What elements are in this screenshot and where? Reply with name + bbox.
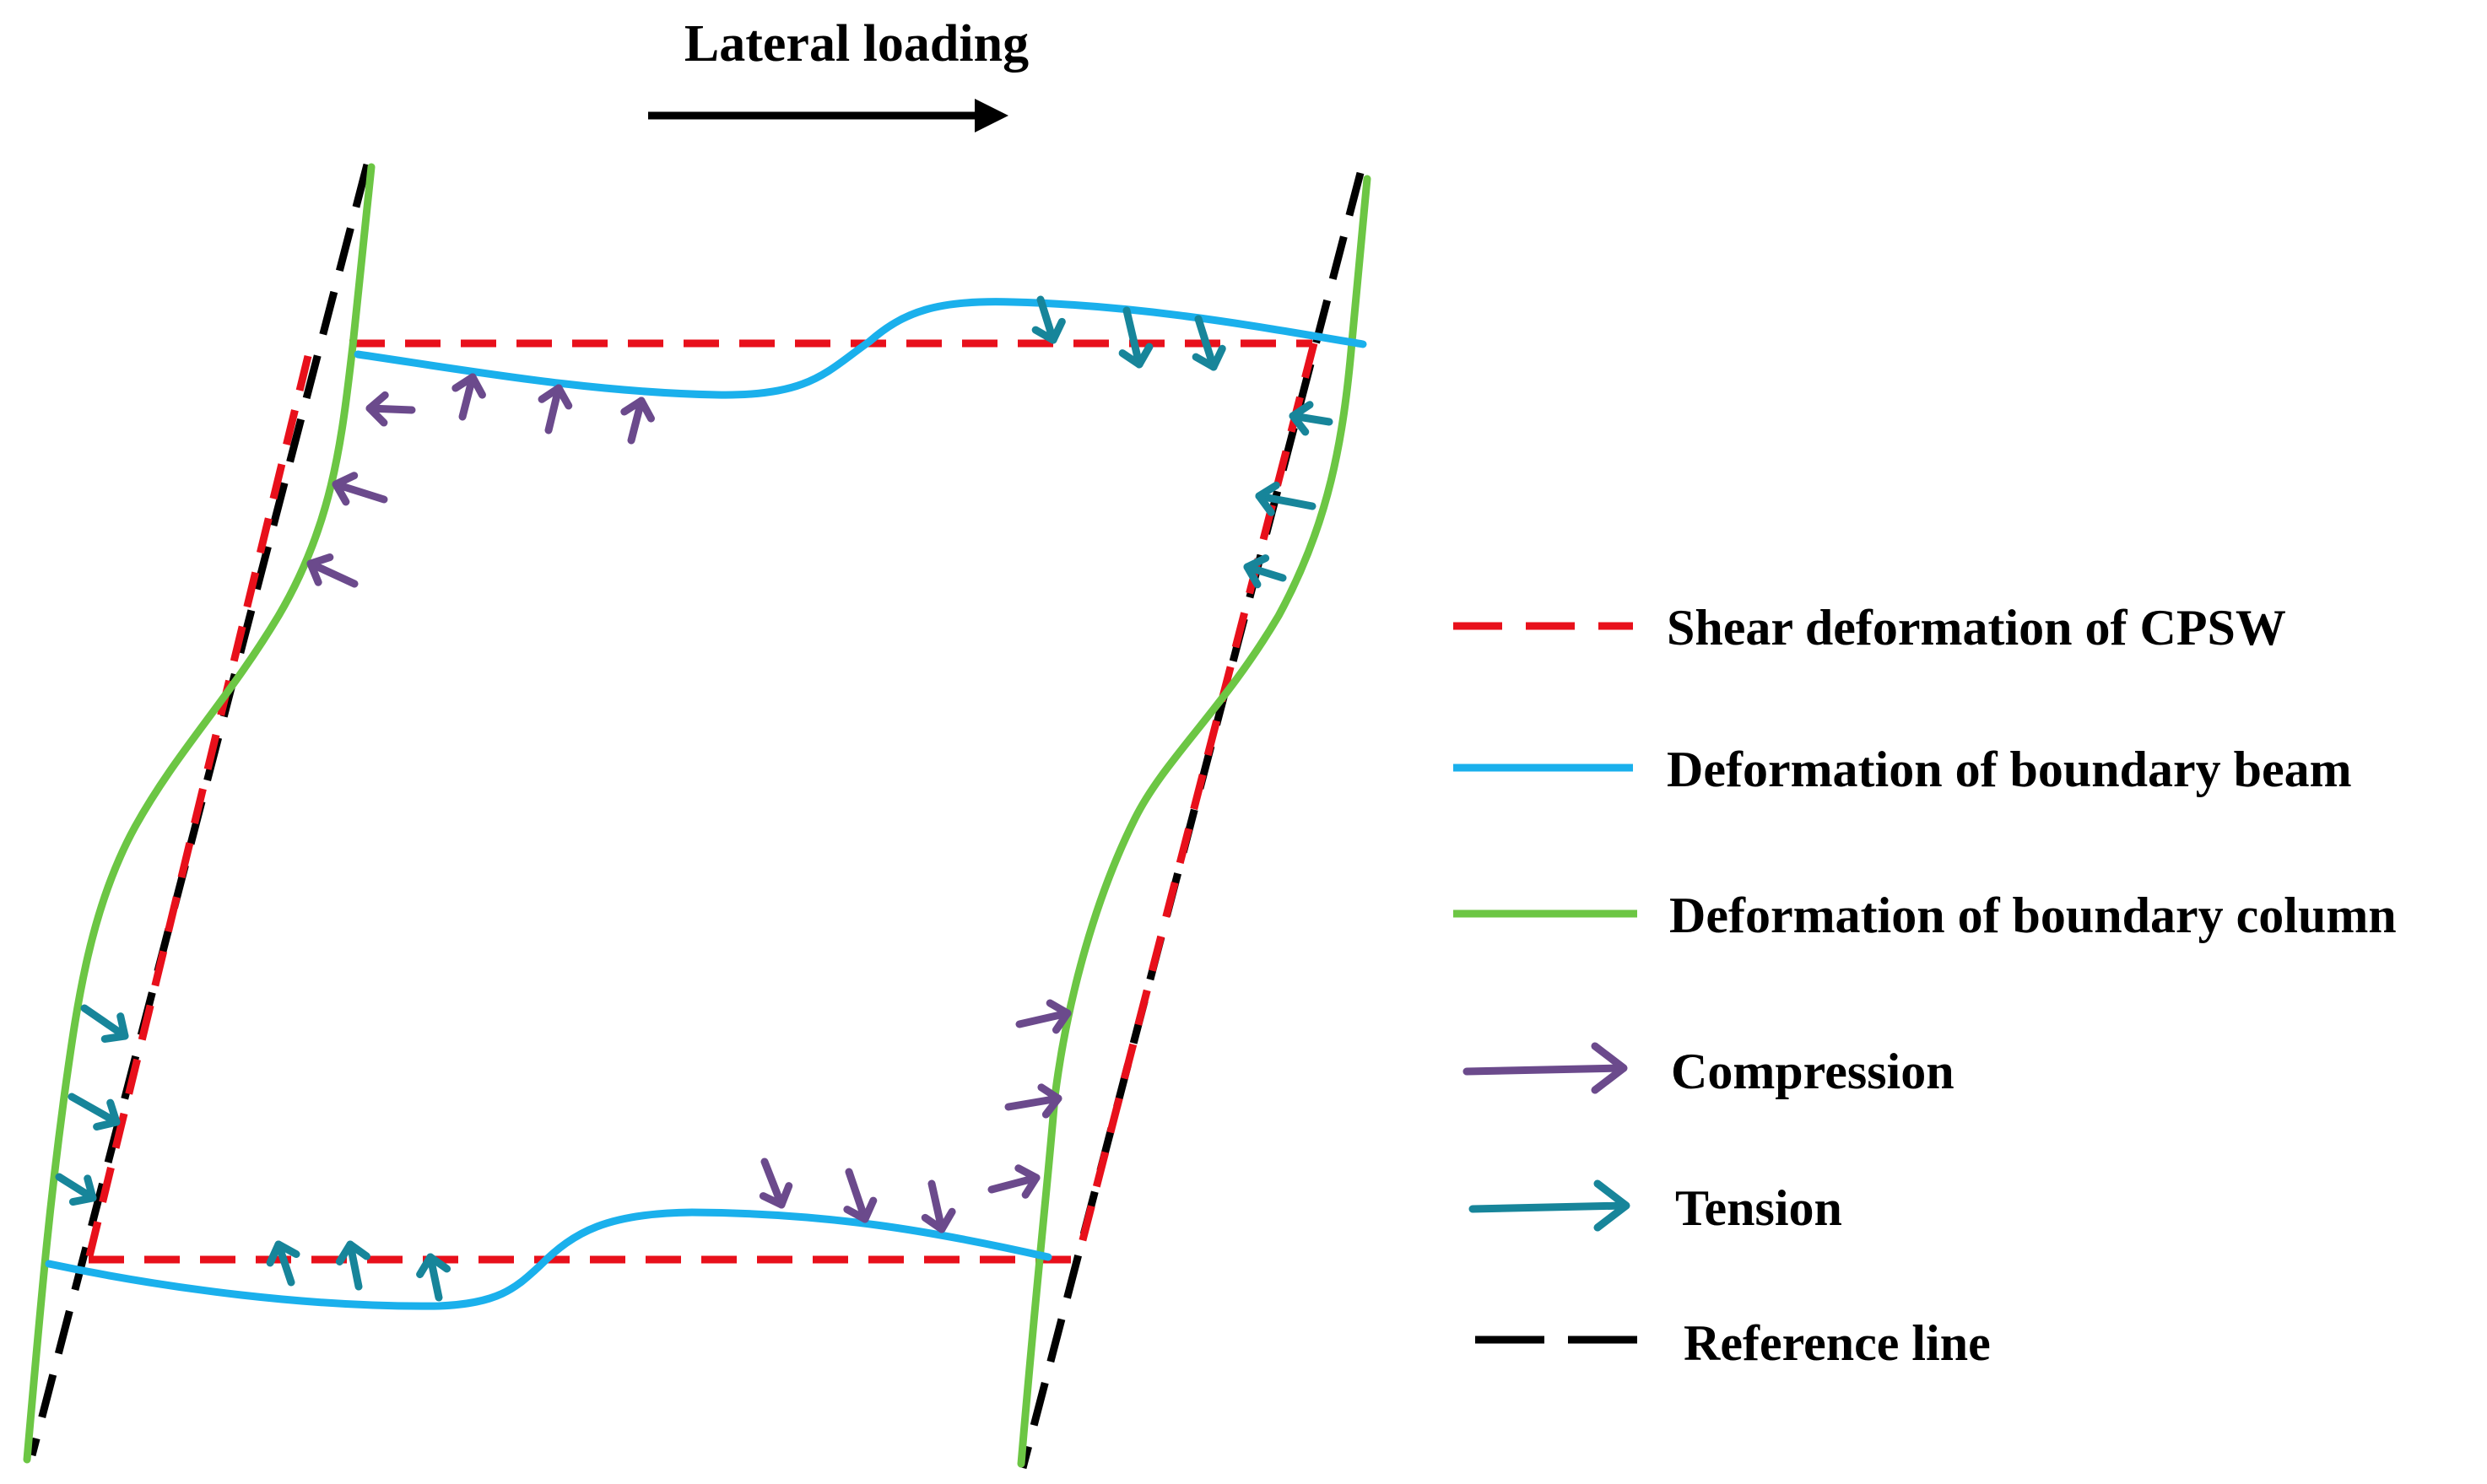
tension-arrow-11 xyxy=(335,1240,370,1291)
compression-arrow-12 xyxy=(921,1179,956,1233)
compression-arrow-5 xyxy=(332,472,388,506)
compression-arrow-8 xyxy=(1004,1083,1062,1119)
compression-arrow-11 xyxy=(843,1168,878,1223)
tension-arrow-10 xyxy=(266,1240,300,1287)
legend-item-beam: Deformation of boundary beam xyxy=(1453,742,2352,797)
reference-line-right xyxy=(1019,171,1365,1470)
tension-arrow-6 xyxy=(1243,554,1287,589)
boundary-column-left xyxy=(23,163,376,1464)
reference-lines xyxy=(28,163,1365,1470)
tension-arrow-2 xyxy=(1118,306,1154,369)
lateral-loading-title: Lateral loading xyxy=(684,15,1029,73)
legend-item-shear: Shear deformation of CPSW xyxy=(1453,600,2286,656)
legend-label-shear: Shear deformation of CPSW xyxy=(1667,600,2286,656)
legend-swatch-tension xyxy=(1468,1179,1630,1232)
legend: Shear deformation of CPSW Deformation of… xyxy=(1453,600,2397,1371)
legend-label-tension: Tension xyxy=(1675,1180,1842,1236)
tension-arrow-9 xyxy=(55,1173,97,1206)
tension-arrow-1 xyxy=(1031,295,1066,344)
legend-label-reference: Reference line xyxy=(1684,1315,1991,1371)
compression-arrow-2 xyxy=(451,373,486,421)
legend-label-column: Deformation of boundary column xyxy=(1669,888,2397,943)
compression-arrow-3 xyxy=(538,384,573,434)
compression-arrow-9 xyxy=(987,1164,1041,1199)
tension-arrow-5 xyxy=(1255,481,1316,516)
legend-item-tension: Tension xyxy=(1468,1179,1842,1236)
legend-item-compression: Compression xyxy=(1462,1042,1954,1099)
legend-label-beam: Deformation of boundary beam xyxy=(1667,742,2352,797)
tension-arrow-12 xyxy=(416,1253,451,1302)
boundary-beam-bottom xyxy=(45,1208,1052,1310)
tension-arrow-8 xyxy=(68,1093,121,1131)
tension-arrow-3 xyxy=(1192,315,1226,371)
tension-arrow-4 xyxy=(1289,401,1333,436)
boundary-columns xyxy=(23,163,1371,1468)
legend-label-compression: Compression xyxy=(1671,1044,1954,1099)
legend-swatch-compression xyxy=(1462,1042,1628,1094)
tension-arrow-7 xyxy=(80,1004,129,1043)
boundary-column-right xyxy=(1017,175,1371,1468)
compression-arrow-1 xyxy=(365,391,416,427)
compression-arrow-6 xyxy=(306,553,359,588)
lateral-loading-arrow xyxy=(648,99,1008,132)
compression-arrows xyxy=(306,373,1072,1233)
legend-item-reference: Reference line xyxy=(1475,1315,1991,1371)
boundary-beam-top xyxy=(354,298,1367,399)
boundary-beams xyxy=(45,298,1367,1310)
tension-arrows xyxy=(55,295,1333,1302)
legend-item-column: Deformation of boundary column xyxy=(1453,888,2397,943)
compression-arrow-7 xyxy=(1015,999,1072,1034)
compression-arrow-4 xyxy=(620,397,655,445)
compression-arrow-10 xyxy=(759,1158,793,1209)
shear-deformation-outline xyxy=(84,339,1318,1264)
